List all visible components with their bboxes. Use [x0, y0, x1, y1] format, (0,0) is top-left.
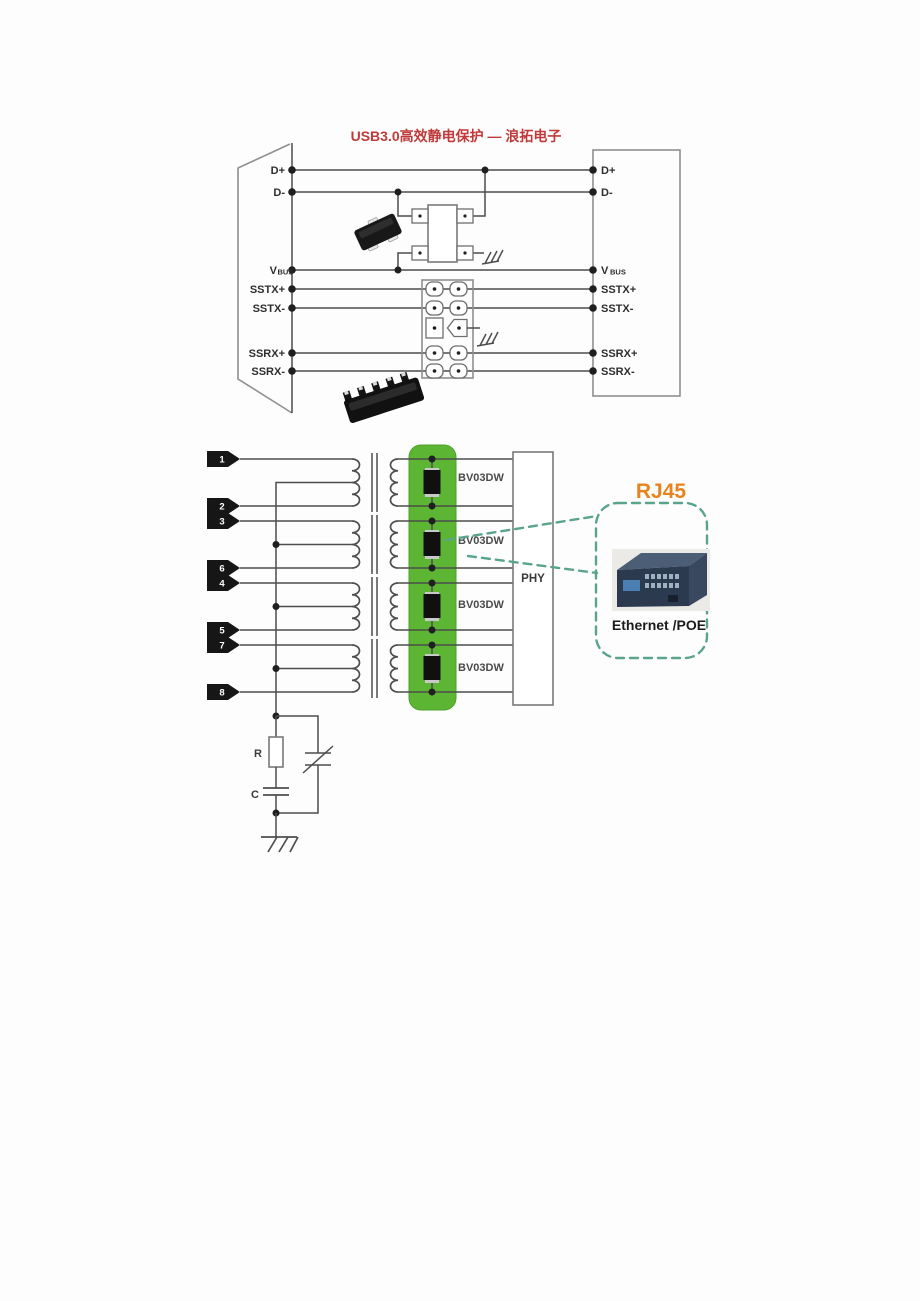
- transformer: [351, 577, 399, 636]
- tvs-diode: [423, 455, 441, 510]
- wire-to-dminus: [397, 192, 412, 217]
- pin-label-vbus: V: [270, 265, 278, 277]
- wire-branch-right: [276, 715, 319, 753]
- pin-label-dplus: D+: [271, 165, 285, 177]
- wire-branch-return: [276, 765, 319, 814]
- rj45-pin-tags: 1 2 3 6 4 5 7: [207, 451, 240, 700]
- rj45-callout: RJ45 Ethernet /POE: [594, 480, 710, 660]
- tvs-diode: [423, 579, 441, 634]
- termination-network: R C: [251, 715, 334, 853]
- capacitor: C: [251, 787, 289, 801]
- junction-dot: [481, 166, 489, 174]
- phy-label: PHY: [521, 573, 545, 585]
- device-ports: [645, 574, 679, 588]
- pin-label-ssrxp: SSRX+: [601, 348, 637, 360]
- transformer: [351, 515, 399, 574]
- ic-pads-right: [446, 281, 468, 379]
- tvs-part-label: BV03DW: [458, 472, 504, 484]
- right-pin-labels: D+ D- V BUS SSTX+ SSTX- SSRX+ SSRX-: [601, 165, 637, 378]
- pin-label-dplus: D+: [601, 165, 615, 177]
- callout-line: [444, 514, 599, 542]
- pin-tag: 4: [207, 575, 240, 591]
- center-tap-bus: [272, 481, 352, 720]
- pin-tag: 3: [207, 513, 240, 529]
- pin-tag: 8: [207, 684, 240, 700]
- pin-number: 4: [219, 579, 225, 590]
- junction-dot: [394, 188, 402, 196]
- capacitor-label: C: [251, 789, 259, 801]
- resistor: R: [254, 736, 284, 768]
- left-connector-outline: [237, 143, 293, 414]
- pin-number: 5: [219, 626, 225, 637]
- pin-label-ssrxm: SSRX-: [251, 366, 285, 378]
- pin-label-vbus-sub: BUS: [278, 268, 294, 277]
- pin-tag: 5: [207, 622, 240, 638]
- device-label: Ethernet /POE: [612, 617, 706, 633]
- tvs-strip: [408, 444, 457, 711]
- esd-ic-10pin: [421, 279, 499, 379]
- tvs-diode: [423, 517, 441, 572]
- diagram-title: USB3.0高效静电保护 — 浪拓电子: [351, 128, 562, 144]
- phy-box: PHY: [512, 451, 554, 706]
- usb-esd-diagram: USB3.0高效静电保护 — 浪拓电子: [237, 128, 681, 423]
- left-pin-labels: D+ D- V BUS SSTX+ SSTX- SSRX+ SSRX-: [249, 165, 294, 378]
- pin-label-vbus: V: [601, 265, 609, 277]
- tvs-part-label: BV03DW: [458, 535, 504, 547]
- ic-pad-dots: [432, 287, 461, 373]
- pin-tag: 6: [207, 560, 240, 576]
- phy-body: [512, 451, 554, 706]
- pin-number: 3: [219, 517, 224, 528]
- tvs-part-label: BV03DW: [458, 662, 504, 674]
- device-port: [668, 595, 678, 602]
- pin-label-sstxp: SSTX+: [601, 284, 636, 296]
- pin-tag: 2: [207, 498, 240, 514]
- tvs-part-label: BV03DW: [458, 599, 504, 611]
- pin-number: 2: [219, 502, 224, 513]
- junction-dot: [394, 266, 402, 274]
- esd-ic-4pin: [394, 166, 504, 274]
- transformer: [351, 453, 399, 512]
- ground-icon: [481, 249, 504, 265]
- pin-label-dminus: D-: [601, 187, 613, 199]
- phy-wires: [398, 458, 513, 693]
- dfn10-package: [342, 372, 425, 423]
- ic-pads-left: [425, 281, 444, 379]
- ground-icon: [476, 331, 499, 347]
- sot23-package: [354, 213, 402, 252]
- ethernet-device-photo: [612, 549, 710, 611]
- callout-line: [466, 554, 599, 575]
- pin-number: 8: [219, 688, 224, 699]
- resistor-label: R: [254, 748, 262, 760]
- wire-to-vbus: [397, 252, 412, 270]
- usb-signal-lines: [288, 166, 597, 375]
- device-display: [623, 580, 640, 591]
- ground-icon: [261, 813, 299, 853]
- line-end-dots: [288, 166, 597, 375]
- ic-body: [427, 204, 458, 263]
- pin-label-dminus: D-: [273, 187, 285, 199]
- pin-number: 6: [219, 564, 224, 575]
- pin-tag: 1: [207, 451, 240, 467]
- wire-to-dplus: [473, 170, 486, 217]
- pin-label-sstxp: SSTX+: [250, 284, 285, 296]
- pin-label-ssrxm: SSRX-: [601, 366, 635, 378]
- pin-label-sstxm: SSTX-: [601, 303, 634, 315]
- pin-wires: [240, 458, 352, 693]
- ic-body: [421, 279, 474, 379]
- pin-tag: 7: [207, 637, 240, 653]
- pin-label-ssrxp: SSRX+: [249, 348, 285, 360]
- pin-number: 1: [219, 455, 225, 466]
- tvs-diode: [423, 641, 441, 696]
- pin-label-sstxm: SSTX-: [253, 303, 286, 315]
- pin-label-vbus-sub: BUS: [610, 268, 626, 277]
- rj45-callout-lines: [444, 514, 599, 575]
- rj45-label: RJ45: [636, 480, 687, 503]
- pin-number: 7: [219, 641, 224, 652]
- transformer: [351, 639, 399, 698]
- ethernet-diagram: 1 2 3 6 4 5 7: [207, 444, 710, 853]
